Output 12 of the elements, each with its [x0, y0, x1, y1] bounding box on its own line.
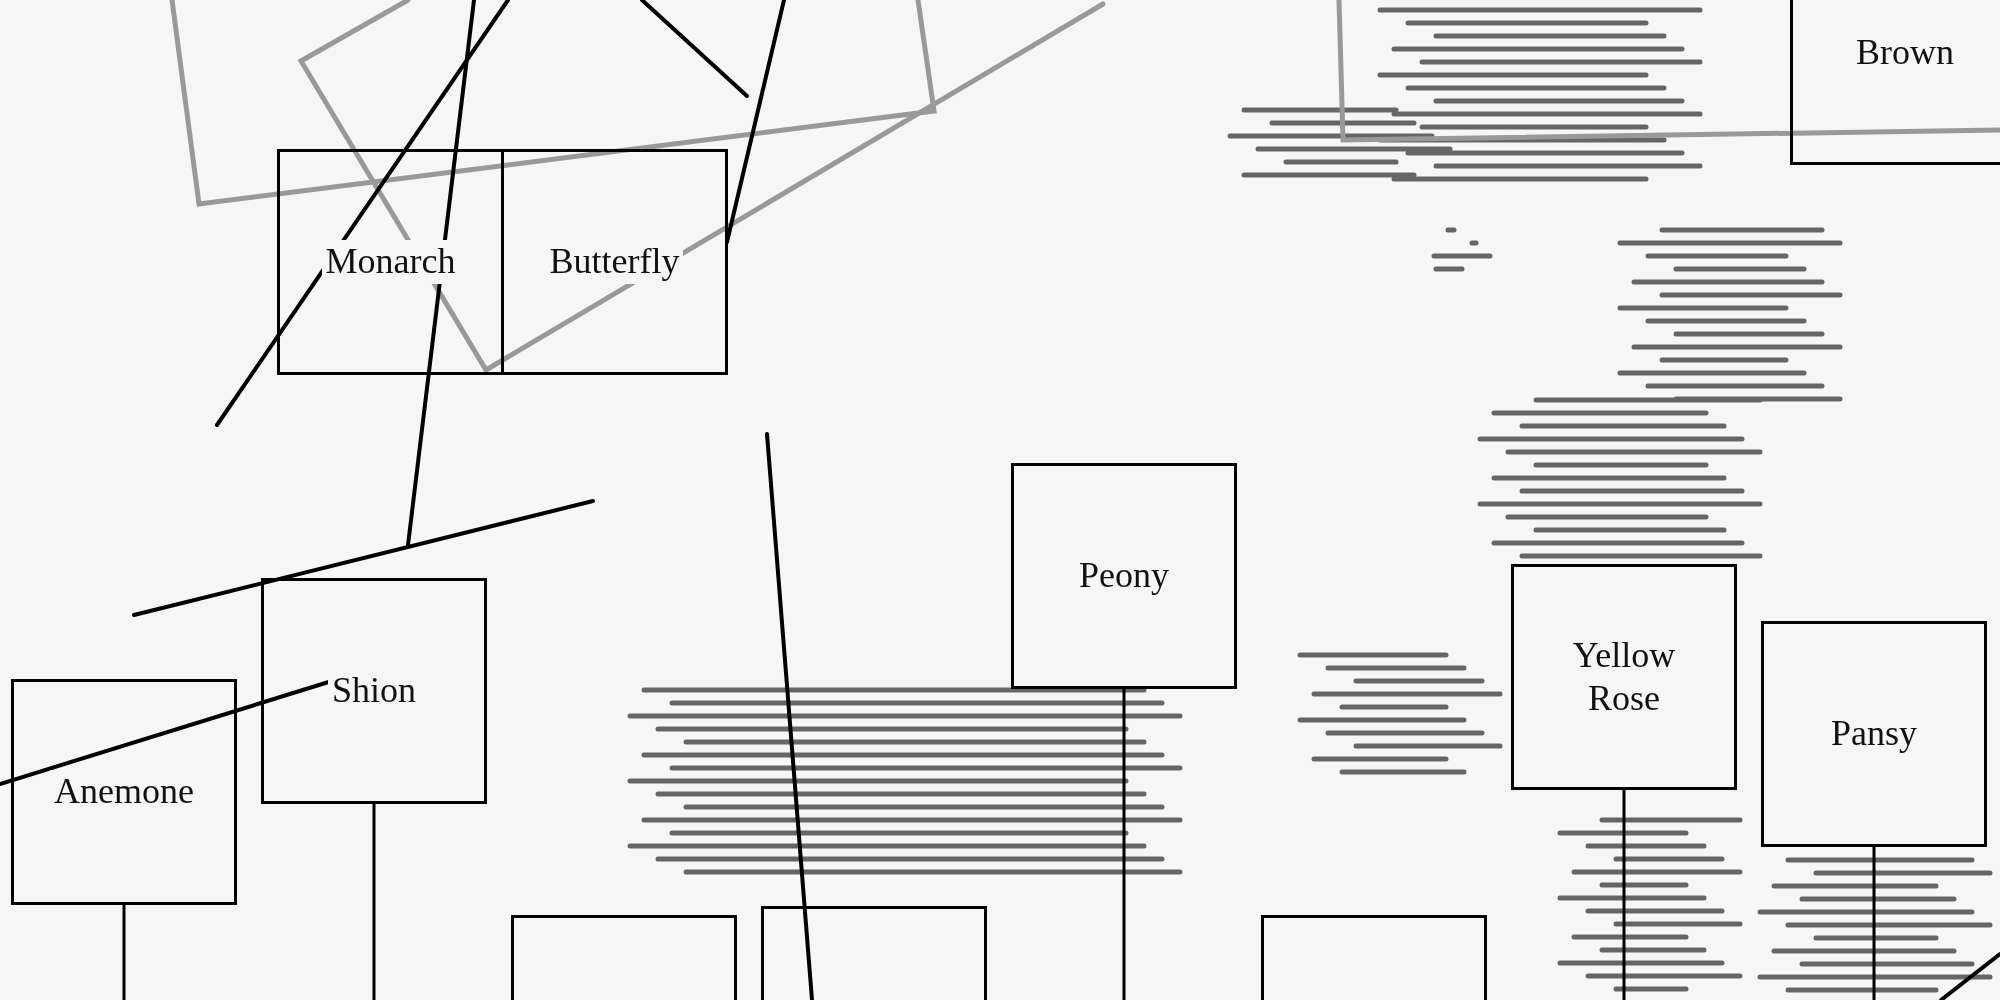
- connector-line: [1872, 847, 1876, 1000]
- label-box: [277, 149, 504, 375]
- label-box: [501, 149, 728, 375]
- label-box: [1011, 463, 1237, 689]
- connector-line: [1122, 689, 1126, 1000]
- label-box: [11, 679, 237, 905]
- connector-line: [122, 905, 126, 1000]
- connector-line: [372, 804, 376, 1000]
- label-box: [1511, 564, 1737, 790]
- label-box: [1761, 621, 1987, 847]
- label-box: [261, 578, 487, 804]
- connector-line: [1622, 790, 1626, 1000]
